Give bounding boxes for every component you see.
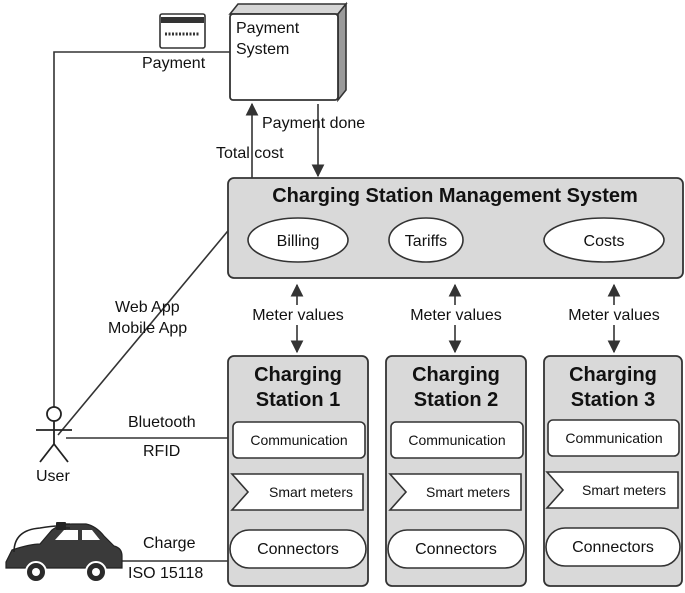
station-3-line1: Charging	[569, 364, 657, 386]
credit-card-icon	[159, 13, 206, 49]
station-1-smart-meters: Smart meters	[269, 484, 353, 500]
tariffs-module: Tariffs	[388, 217, 464, 263]
csms-title: Charging Station Management System	[272, 185, 638, 207]
charge-label: Charge	[143, 535, 196, 552]
user-label: User	[36, 468, 70, 485]
station-1-line2: Station 1	[256, 389, 340, 411]
station-2-line2: Station 2	[414, 389, 498, 411]
charging-station-2: Charging Station 2 Communication Smart m…	[385, 355, 527, 587]
billing-module: Billing	[247, 217, 349, 263]
tariffs-label: Tariffs	[405, 233, 447, 250]
station-2-smart-meters: Smart meters	[426, 484, 510, 500]
costs-module: Costs	[543, 217, 665, 263]
station-1-connectors: Connectors	[257, 541, 339, 558]
payment-system-line2: System	[236, 41, 289, 58]
user-csms-line	[57, 225, 233, 436]
station-3-line2: Station 3	[571, 389, 655, 411]
payment-done-label: Payment done	[262, 115, 365, 132]
meter-values-label-1: Meter values	[252, 307, 344, 324]
station-2-connectors: Connectors	[415, 541, 497, 558]
station-3-communication: Communication	[565, 430, 662, 446]
charging-station-3: Charging Station 3 Communication Smart m…	[543, 355, 683, 587]
station-1-line1: Charging	[254, 364, 342, 386]
station-2-communication: Communication	[408, 432, 505, 448]
payment-system-line1: Payment	[236, 20, 300, 37]
bluetooth-label: Bluetooth	[128, 414, 196, 431]
meter-values-label-3: Meter values	[568, 307, 660, 324]
mobile-app-label: Mobile App	[108, 320, 187, 337]
costs-label: Costs	[584, 233, 625, 250]
station-3-smart-meters: Smart meters	[582, 482, 666, 498]
user-payment-line	[53, 51, 230, 420]
station-3-connectors: Connectors	[572, 539, 654, 556]
station-2-line1: Charging	[412, 364, 500, 386]
station-1-communication: Communication	[250, 432, 347, 448]
csms-box: Charging Station Management System Billi…	[227, 177, 684, 279]
connector-lines	[53, 51, 621, 562]
rfid-label: RFID	[143, 443, 180, 460]
payment-label: Payment	[142, 55, 206, 72]
total-cost-label: Total cost	[216, 145, 284, 162]
user-icon	[36, 406, 72, 463]
meter-values-labels: Meter values Meter values Meter values	[243, 305, 669, 325]
charging-station-1: Charging Station 1 Communication Smart m…	[227, 355, 369, 587]
billing-label: Billing	[277, 233, 320, 250]
meter-values-label-2: Meter values	[410, 307, 502, 324]
electric-car-icon	[5, 522, 123, 583]
payment-system-box: Payment System	[228, 1, 348, 103]
iso-label: ISO 15118	[128, 565, 203, 582]
web-app-label: Web App	[115, 299, 180, 316]
